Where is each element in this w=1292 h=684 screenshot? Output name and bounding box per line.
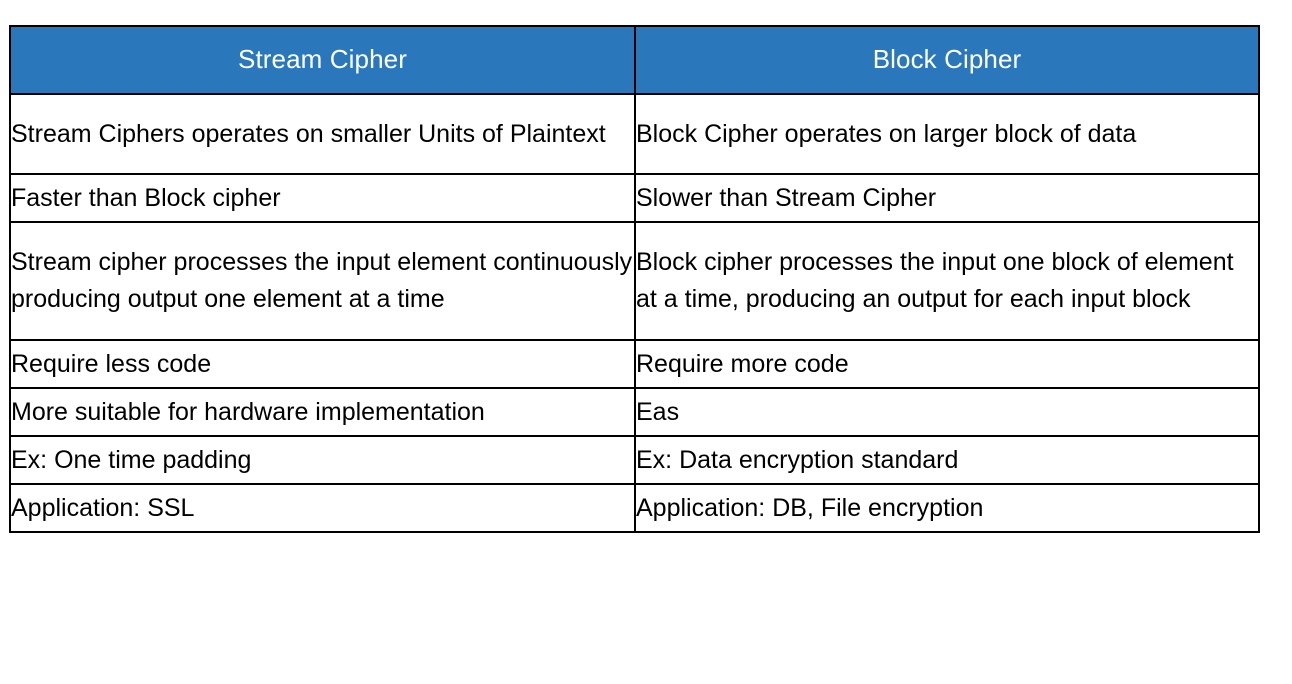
- cell-text: Faster than Block cipher: [11, 183, 281, 212]
- cell-block-3: Block cipher processes the input one blo…: [634, 221, 1260, 341]
- cell-text: Block Cipher operates on larger block of…: [636, 119, 1137, 148]
- header-row: Stream Cipher Block Cipher: [9, 25, 1260, 95]
- cell-stream-2: Faster than Block cipher: [9, 173, 636, 223]
- column-header-block-cipher: Block Cipher: [634, 25, 1260, 95]
- cell-block-2: Slower than Stream Cipher: [634, 173, 1260, 223]
- cell-text: Require less code: [11, 349, 212, 378]
- cell-block-7: Application: DB, File encryption: [634, 483, 1260, 533]
- table-row: More suitable for hardware implementatio…: [9, 387, 1260, 437]
- table-row: Stream Ciphers operates on smaller Units…: [9, 93, 1260, 175]
- table-row: Require less code Require more code: [9, 339, 1260, 389]
- table-body: Stream Ciphers operates on smaller Units…: [9, 93, 1260, 533]
- cell-text: Stream Ciphers operates on smaller Units…: [11, 119, 606, 148]
- table-row: Faster than Block cipher Slower than Str…: [9, 173, 1260, 223]
- cell-text: Application: DB, File encryption: [636, 493, 984, 522]
- cell-text: Application: SSL: [11, 493, 195, 522]
- cell-text: Ex: Data encryption standard: [636, 445, 959, 474]
- cell-block-1: Block Cipher operates on larger block of…: [634, 93, 1260, 175]
- table-row: Application: SSL Application: DB, File e…: [9, 483, 1260, 533]
- column-header-stream-cipher: Stream Cipher: [9, 25, 636, 95]
- cell-text: More suitable for hardware implementatio…: [11, 397, 485, 426]
- cell-text: Ex: One time padding: [11, 445, 252, 474]
- cell-stream-5: More suitable for hardware implementatio…: [9, 387, 636, 437]
- table-row: Ex: One time padding Ex: Data encryption…: [9, 435, 1260, 485]
- cell-block-5: Eas: [634, 387, 1260, 437]
- cell-text: Stream cipher processes the input elemen…: [11, 248, 633, 313]
- cell-block-4: Require more code: [634, 339, 1260, 389]
- cell-text: Require more code: [636, 349, 849, 378]
- comparison-table-container: Stream Cipher Block Cipher Stream Cipher…: [9, 25, 1260, 662]
- cell-stream-6: Ex: One time padding: [9, 435, 636, 485]
- cell-text: Block cipher processes the input one blo…: [636, 248, 1234, 313]
- cell-text: Slower than Stream Cipher: [636, 183, 937, 212]
- cell-text: Eas: [636, 397, 680, 426]
- table-row: Stream cipher processes the input elemen…: [9, 221, 1260, 341]
- comparison-table: Stream Cipher Block Cipher Stream Cipher…: [9, 25, 1260, 533]
- table-header: Stream Cipher Block Cipher: [9, 25, 1260, 95]
- cell-stream-7: Application: SSL: [9, 483, 636, 533]
- cell-block-6: Ex: Data encryption standard: [634, 435, 1260, 485]
- cell-stream-4: Require less code: [9, 339, 636, 389]
- cell-stream-3: Stream cipher processes the input elemen…: [9, 221, 636, 341]
- cell-stream-1: Stream Ciphers operates on smaller Units…: [9, 93, 636, 175]
